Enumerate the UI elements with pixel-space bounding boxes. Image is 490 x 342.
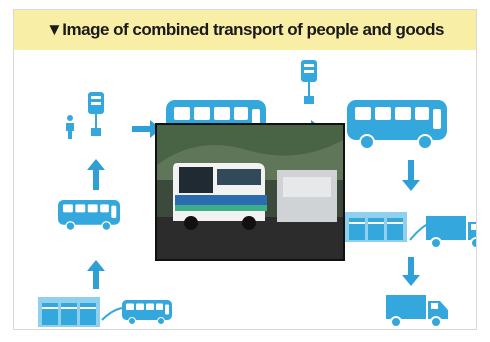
arrow-up-icon (87, 159, 105, 190)
truck-icon (385, 294, 449, 328)
arrow-up-icon (87, 260, 105, 289)
header-title: ▼Image of combined transport of people a… (45, 20, 445, 39)
arrow-down-icon (402, 257, 420, 286)
warehouse-icon (38, 297, 100, 327)
bus-icon (121, 299, 173, 325)
photo-bus-and-truck (155, 123, 345, 261)
truck-icon (425, 215, 476, 249)
person-icon (66, 115, 74, 139)
warehouse-icon (345, 212, 407, 242)
bus-stop-icon (88, 92, 104, 136)
bus-icon (57, 199, 121, 232)
diagram-frame: ▼Image of combined transport of people a… (13, 9, 477, 330)
header-bar: ▼Image of combined transport of people a… (14, 10, 476, 50)
bus-stop-icon (301, 60, 317, 104)
arrow-down-icon (402, 160, 420, 191)
bus-icon (346, 99, 448, 150)
